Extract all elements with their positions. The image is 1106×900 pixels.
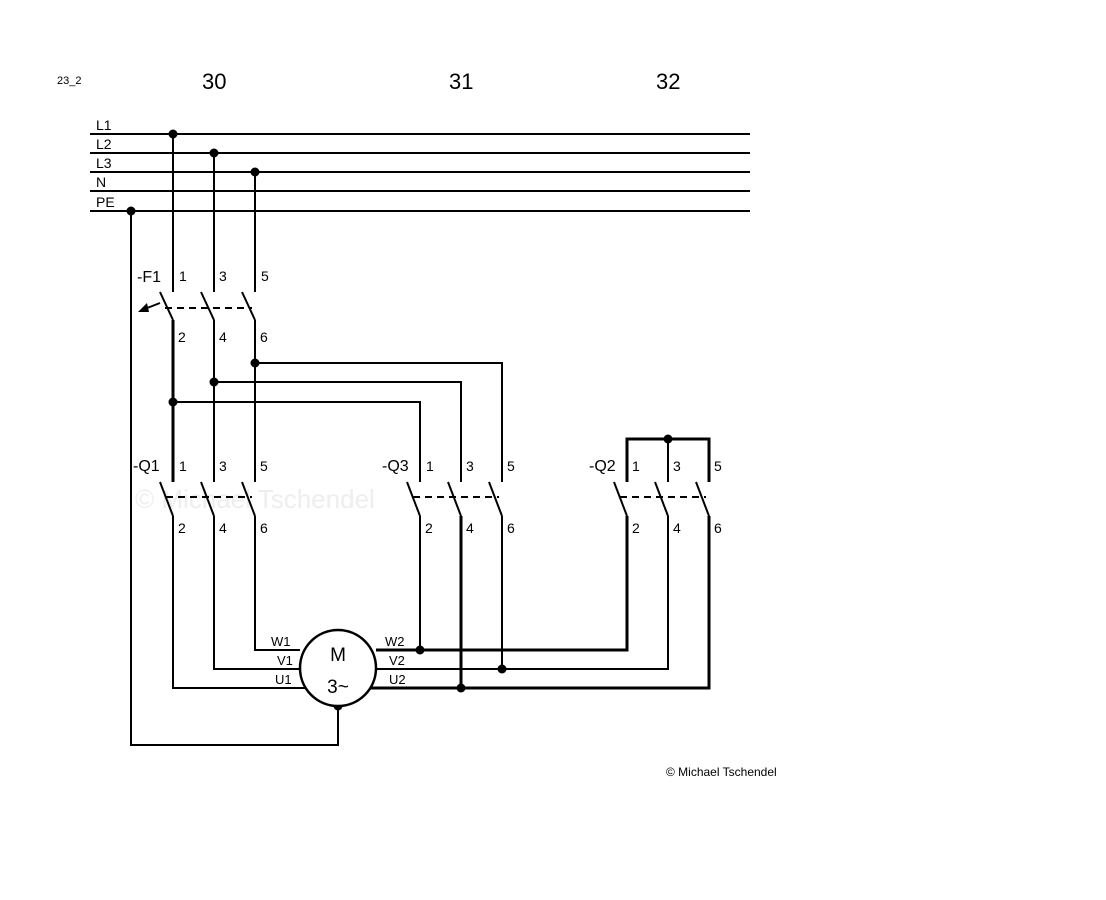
breaker-f1: -F1 1 3 5 2 4 6 xyxy=(137,268,269,345)
column-number-32: 32 xyxy=(656,69,680,94)
terminal-label: 2 xyxy=(632,520,640,536)
contactor-q1: -Q1 1 3 5 2 4 6 xyxy=(133,458,268,536)
distribution-wires xyxy=(168,320,503,482)
junction-dot xyxy=(250,167,260,177)
junction-dot xyxy=(126,206,136,216)
feed-wires xyxy=(168,129,260,292)
terminal-label: 1 xyxy=(179,458,187,474)
motor-terminal-label: V1 xyxy=(277,653,293,668)
terminal-label: 6 xyxy=(260,329,268,345)
terminal-label: 3 xyxy=(219,268,227,284)
terminal-label: 2 xyxy=(178,329,186,345)
watermark-text: © Michael Tschendel xyxy=(135,484,375,514)
terminal-label: 1 xyxy=(426,458,434,474)
motor-terminal-label: V2 xyxy=(389,653,405,668)
terminal-label: 3 xyxy=(673,458,681,474)
terminal-label: 6 xyxy=(507,520,515,536)
terminal-label: 4 xyxy=(673,520,681,536)
terminal-label: 2 xyxy=(178,520,186,536)
motor-label-phases: 3~ xyxy=(327,677,349,698)
terminal-label: 6 xyxy=(260,520,268,536)
busbar-label-l3: L3 xyxy=(96,155,112,171)
junction-dot xyxy=(456,683,466,693)
terminal-label: 5 xyxy=(261,268,269,284)
junction-dot xyxy=(209,377,219,387)
copyright-text: © Michael Tschendel xyxy=(666,765,777,779)
terminal-label: 4 xyxy=(219,520,227,536)
device-label-q1: -Q1 xyxy=(133,458,160,475)
motor: M 3~ W1 V1 U1 W2 V2 U2 xyxy=(271,628,406,708)
contactor-q2: -Q2 1 3 5 2 4 6 xyxy=(589,434,722,536)
motor-terminal-label: U1 xyxy=(275,672,292,687)
junction-dot xyxy=(415,645,425,655)
motor-terminal-label: W1 xyxy=(271,634,291,649)
busbar-label-n: N xyxy=(96,174,106,190)
junction-dot xyxy=(168,129,178,139)
busbar-label-l1: L1 xyxy=(96,117,112,133)
contactor-q3: -Q3 1 3 5 2 4 6 xyxy=(382,458,515,536)
terminal-label: 4 xyxy=(466,520,474,536)
terminal-label: 5 xyxy=(714,458,722,474)
motor-terminal-label: W2 xyxy=(385,634,405,649)
column-number-31: 31 xyxy=(449,69,473,94)
terminal-label: 5 xyxy=(507,458,515,474)
terminal-label: 3 xyxy=(219,458,227,474)
motor-terminal-label: U2 xyxy=(389,672,406,687)
device-label-q3: -Q3 xyxy=(382,458,409,475)
busbar-group: L1 L2 L3 N PE xyxy=(90,117,750,212)
junction-dot xyxy=(209,148,219,158)
busbar-label-l2: L2 xyxy=(96,136,112,152)
device-label-f1: -F1 xyxy=(137,269,161,286)
terminal-label: 1 xyxy=(632,458,640,474)
junction-dot xyxy=(250,358,260,368)
terminal-label: 2 xyxy=(425,520,433,536)
junction-dot xyxy=(663,434,673,444)
motor-symbol xyxy=(298,628,378,708)
page-number: 23_2 xyxy=(57,75,81,87)
column-number-30: 30 xyxy=(202,69,226,94)
busbar-label-pe: PE xyxy=(96,194,115,210)
motor-wires xyxy=(126,206,711,746)
junction-dot xyxy=(168,397,178,407)
terminal-label: 1 xyxy=(179,268,187,284)
motor-label-m: M xyxy=(330,645,346,666)
device-label-q2: -Q2 xyxy=(589,458,616,475)
junction-dot xyxy=(497,664,507,674)
terminal-label: 3 xyxy=(466,458,474,474)
terminal-label: 4 xyxy=(219,329,227,345)
terminal-label: 6 xyxy=(714,520,722,536)
terminal-label: 5 xyxy=(260,458,268,474)
